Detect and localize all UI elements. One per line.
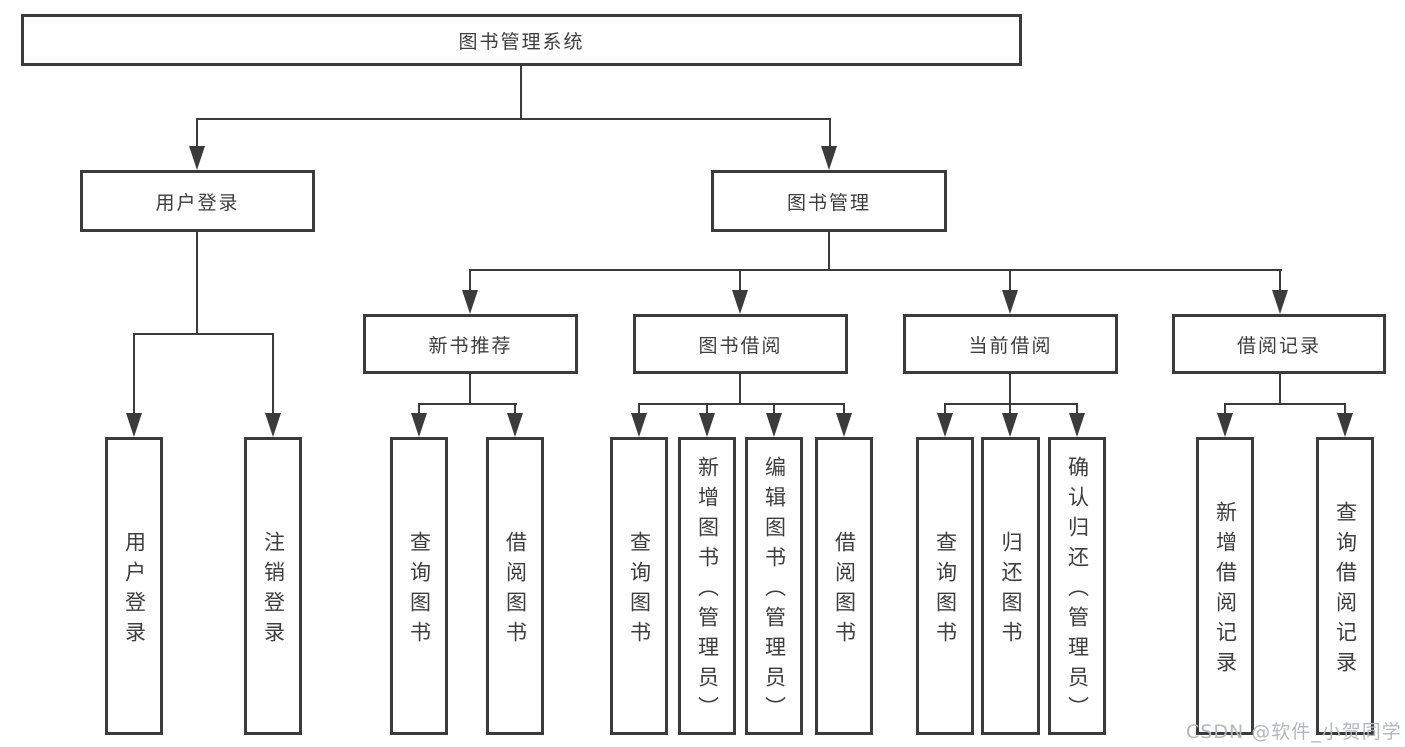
connector-line — [469, 269, 1282, 271]
leaf-add-borrow-record: 新增借阅记录 — [1196, 437, 1254, 735]
leaf-query-books-recommend: 查询图书 — [390, 437, 448, 735]
arrow-down-icon — [1002, 413, 1018, 437]
leaf-query-books-borrow: 查询图书 — [610, 437, 668, 735]
arrow-down-icon — [1337, 413, 1353, 437]
connector-line — [739, 372, 741, 405]
node-book-borrow: 图书借阅 — [633, 314, 848, 374]
connector-line — [944, 403, 1078, 405]
arrow-down-icon — [507, 413, 523, 437]
connector-line — [196, 118, 198, 147]
node-borrow-records: 借阅记录 — [1172, 314, 1386, 374]
connector-line — [196, 231, 198, 335]
arrow-down-icon — [631, 413, 647, 437]
connector-line — [418, 403, 420, 414]
arrow-down-icon — [766, 413, 782, 437]
connector-line — [272, 333, 274, 414]
arrow-down-icon — [265, 413, 281, 437]
connector-line — [1224, 403, 1345, 405]
connector-line — [1009, 403, 1011, 414]
leaf-logout-login: 注销登录 — [244, 437, 302, 735]
leaf-return-books: 归还图书 — [981, 437, 1040, 735]
connector-line — [133, 333, 274, 335]
arrow-down-icon — [1272, 290, 1288, 314]
connector-line — [638, 403, 845, 405]
connector-line — [739, 269, 741, 291]
node-book-management: 图书管理 — [711, 170, 947, 232]
connector-line — [469, 269, 471, 291]
connector-line — [1009, 269, 1011, 291]
connector-line — [1224, 403, 1226, 414]
arrow-down-icon — [1002, 290, 1018, 314]
leaf-query-books-current: 查询图书 — [916, 437, 974, 735]
leaf-confirm-return-admin: 确认归还（管理员） — [1048, 437, 1106, 735]
leaf-user-login: 用户登录 — [105, 437, 163, 735]
leaf-borrow-books-recommend: 借阅图书 — [486, 437, 544, 735]
connector-line — [418, 403, 517, 405]
node-new-book-recommend: 新书推荐 — [363, 314, 578, 374]
connector-line — [843, 403, 845, 414]
connector-line — [944, 403, 946, 414]
arrow-down-icon — [732, 290, 748, 314]
connector-line — [514, 403, 516, 414]
leaf-query-borrow-record: 查询借阅记录 — [1316, 437, 1374, 735]
csdn-watermark: CSDN @软件_小贺同学 — [1186, 721, 1402, 743]
connector-line — [1076, 403, 1078, 414]
node-current-borrow: 当前借阅 — [903, 314, 1118, 374]
arrow-down-icon — [189, 146, 205, 170]
node-root-library-management-system: 图书管理系统 — [21, 14, 1022, 66]
arrow-down-icon — [1069, 413, 1085, 437]
connector-line — [196, 118, 831, 120]
connector-line — [828, 231, 830, 271]
connector-line — [1344, 403, 1346, 414]
connector-line — [829, 118, 831, 147]
node-user-login: 用户登录 — [80, 170, 315, 232]
arrow-down-icon — [126, 413, 142, 437]
leaf-borrow-books-borrow: 借阅图书 — [815, 437, 873, 735]
arrow-down-icon — [821, 146, 837, 170]
leaf-edit-book-admin: 编辑图书（管理员） — [745, 437, 803, 735]
arrow-down-icon — [411, 413, 427, 437]
arrow-down-icon — [836, 413, 852, 437]
arrow-down-icon — [462, 290, 478, 314]
connector-line — [1279, 269, 1281, 291]
arrow-down-icon — [937, 413, 953, 437]
arrow-down-icon — [699, 413, 715, 437]
connector-line — [706, 403, 708, 414]
connector-line — [638, 403, 640, 414]
arrow-down-icon — [1217, 413, 1233, 437]
connector-line — [133, 333, 135, 414]
connector-line — [520, 65, 522, 119]
connector-line — [1009, 372, 1011, 405]
connector-line — [1279, 372, 1281, 405]
connector-line — [773, 403, 775, 414]
connector-line — [469, 372, 471, 405]
leaf-add-book-admin: 新增图书（管理员） — [678, 437, 736, 735]
